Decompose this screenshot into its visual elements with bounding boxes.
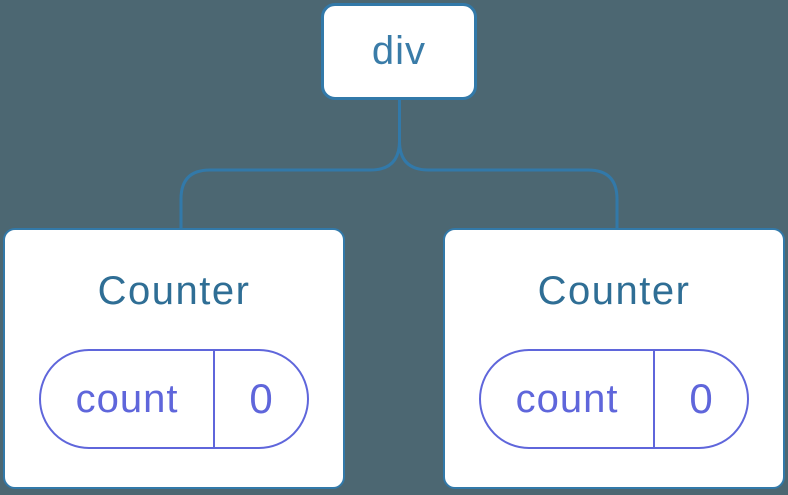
state-value: 0 [249,375,273,422]
state-pill: count 0 [39,349,309,449]
counter-card-left: Counter count 0 [3,228,345,489]
state-key: count [41,351,216,447]
component-title: Counter [537,269,691,313]
state-value: 0 [689,375,713,422]
connector-right-branch [398,100,619,229]
connector-left-branch [179,100,401,229]
state-key: count [481,351,656,447]
root-node-label: div [371,29,427,73]
root-node-div: div [321,3,477,100]
component-title: Counter [97,269,251,313]
state-pill: count 0 [479,349,749,449]
counter-card-right: Counter count 0 [443,228,785,489]
